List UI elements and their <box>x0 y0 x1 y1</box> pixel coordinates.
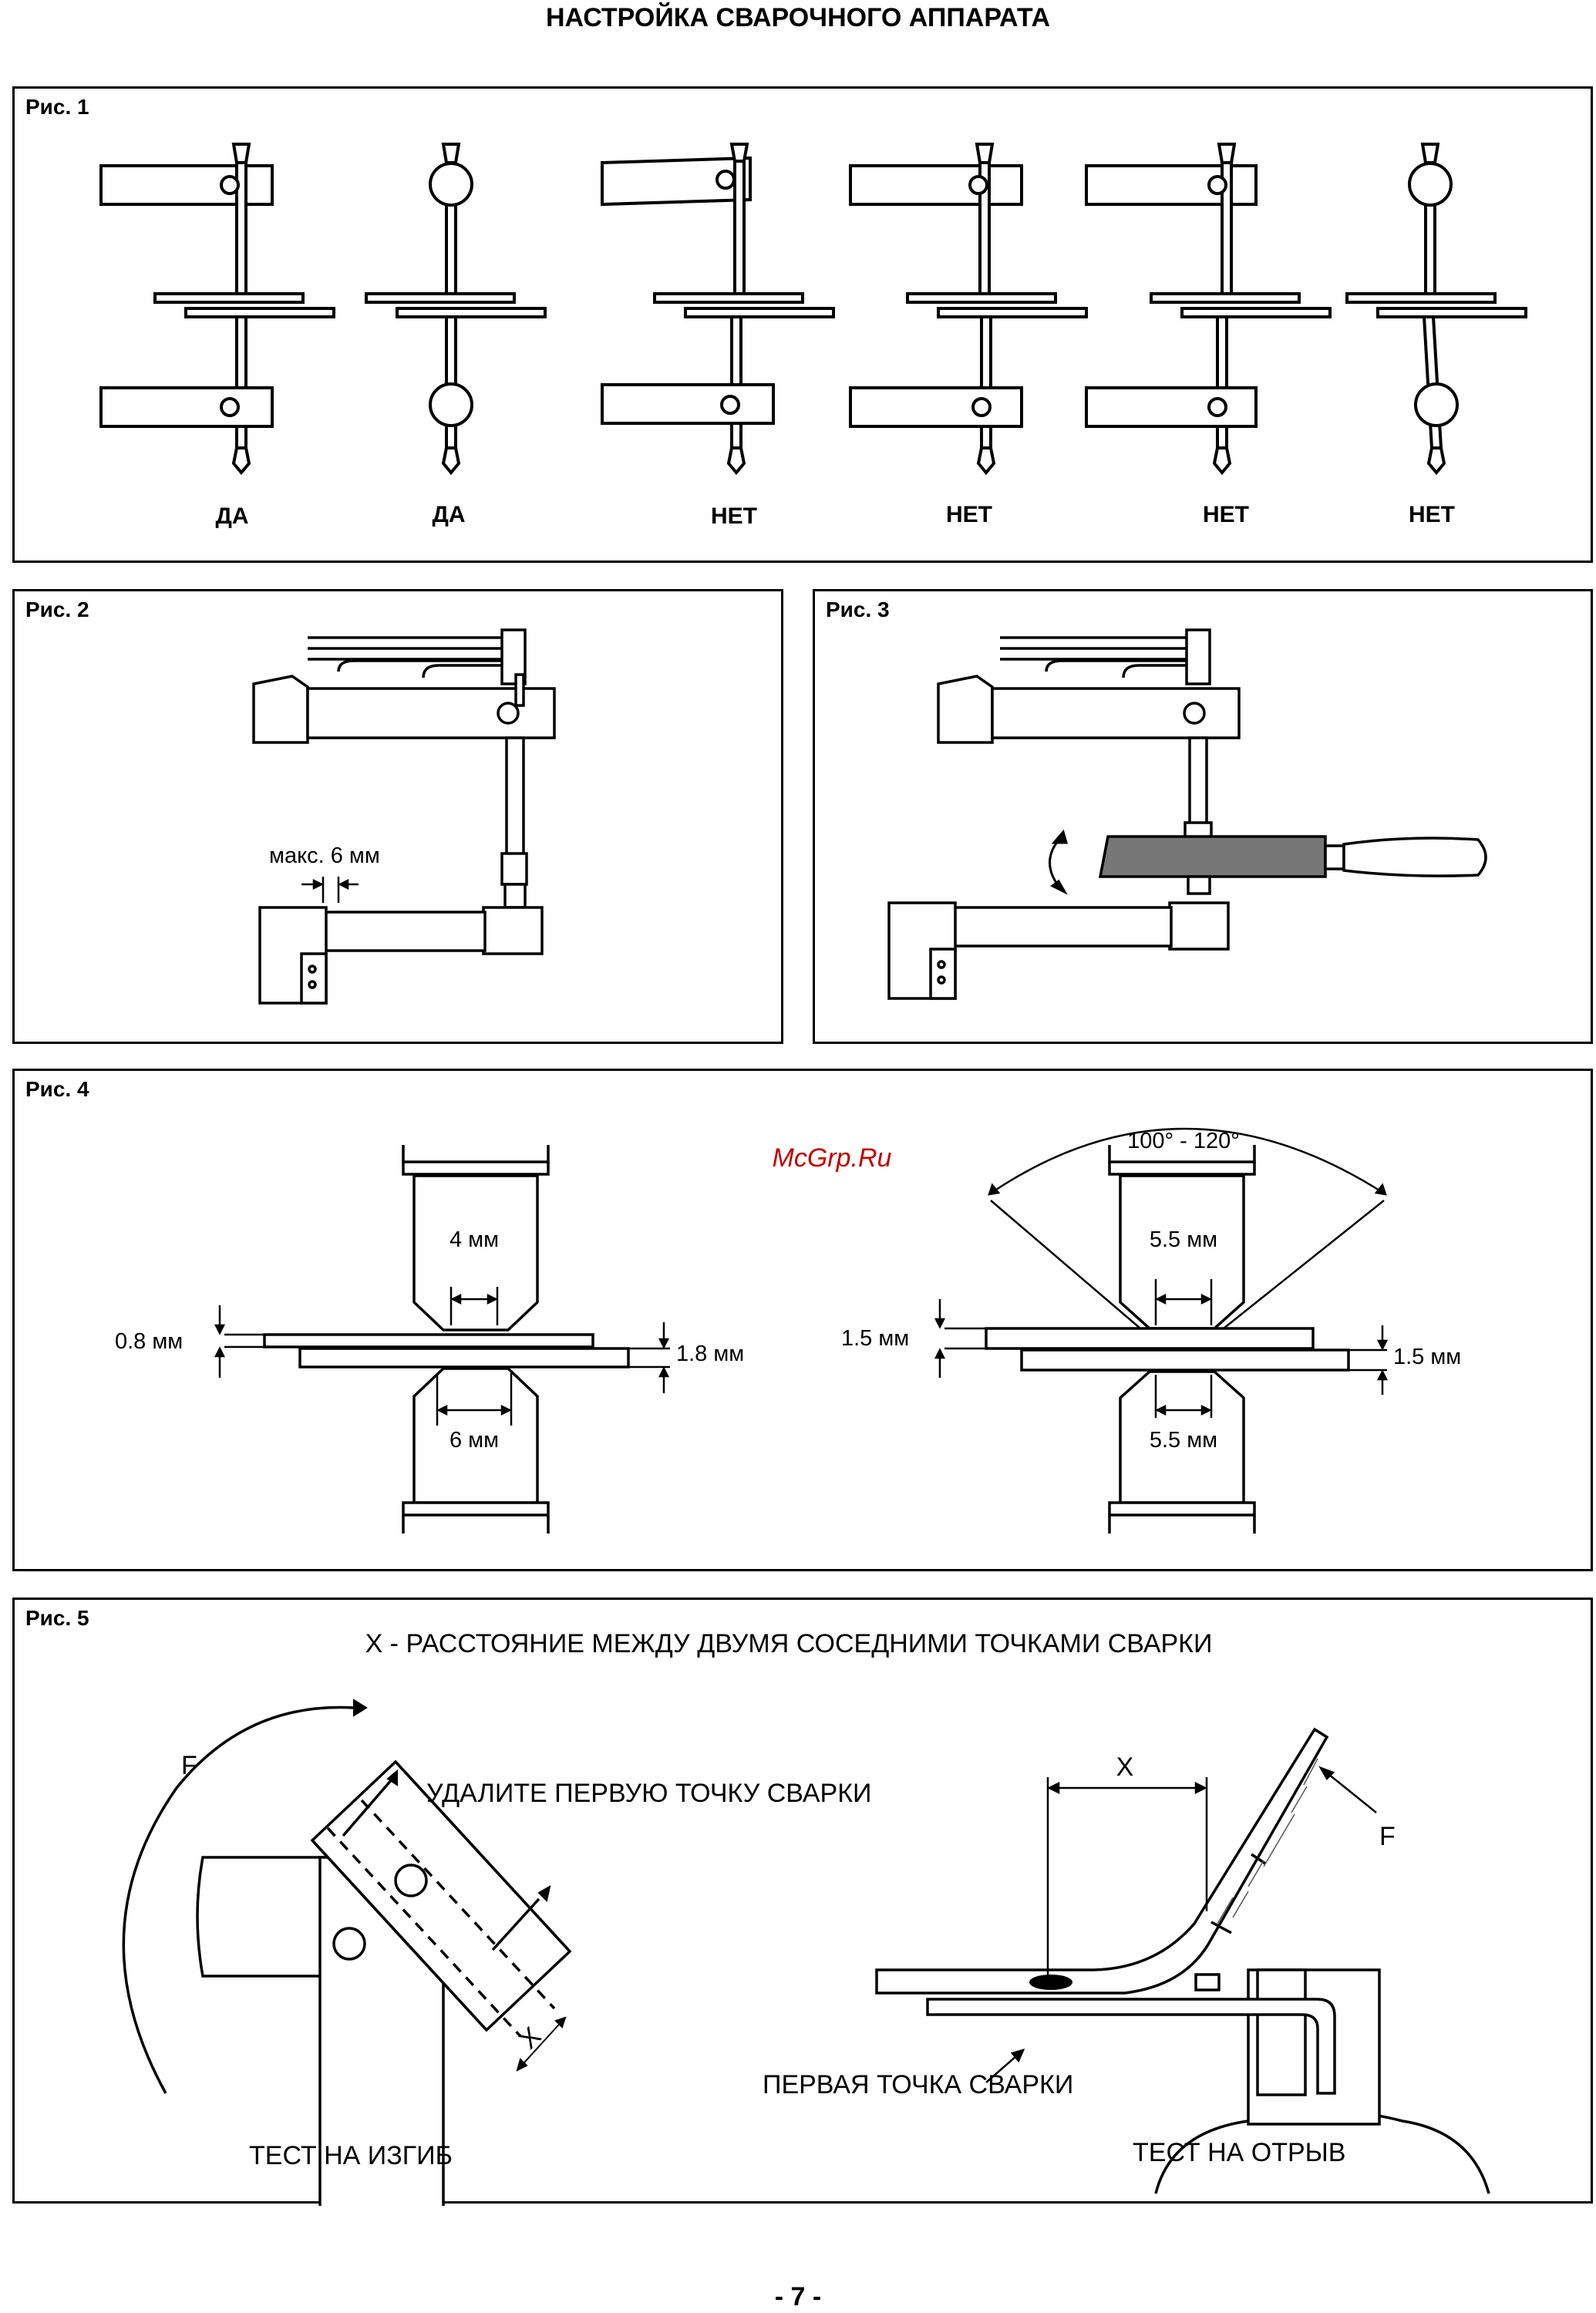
electrode-pair-4 <box>849 143 1088 476</box>
fig2-drawing: макс. 6 мм <box>252 628 556 1005</box>
lower-electrode-holder <box>482 906 544 955</box>
watermark: McGrp.Ru <box>773 1143 892 1173</box>
fig5-heading: X - РАССТОЯНИЕ МЕЖДУ ДВУМЯ СОСЕДНИМИ ТОЧ… <box>365 1629 1213 1658</box>
x-left-label: X <box>513 2022 547 2055</box>
file-handle <box>1342 837 1487 877</box>
fig4-panel: Рис. 4 McGrp.Ru <box>12 1069 1593 1571</box>
x-right-label: X <box>1116 1752 1134 1782</box>
fig3-panel: Рис. 3 <box>813 589 1593 1044</box>
fig2-gap-label: макс. 6 мм <box>269 843 380 868</box>
first-spot-label: ПЕРВАЯ ТОЧКА СВАРКИ <box>763 2070 1073 2099</box>
peel-test-drawing <box>875 1727 1490 2194</box>
file-blade <box>1098 835 1327 878</box>
peel-strip-hatch <box>1217 1758 1318 1924</box>
left-sheet-bottom-label: 1.8 мм <box>676 1342 744 1366</box>
verdict-5: НЕТ <box>1203 502 1249 527</box>
fig5-panel: Рис. 5 X - РАССТОЯНИЕ МЕЖДУ ДВУМЯ СОСЕДН… <box>12 1598 1593 2206</box>
fig4-drawing: McGrp.Ru 4 мм <box>115 1127 1461 1534</box>
page-number: - 7 - <box>774 2282 822 2311</box>
right-sheet-top-label: 1.5 мм <box>841 1326 909 1351</box>
left-sheet-top-label: 0.8 мм <box>115 1329 183 1354</box>
electrode-pair-6 <box>1345 143 1527 476</box>
right-sheet-bottom-label: 1.5 мм <box>1393 1345 1461 1369</box>
lower-electrode-holder <box>1168 901 1230 951</box>
fig1-drawing: ДА ДА НЕТ НЕТ НЕТ НЕТ <box>99 143 1527 529</box>
fig1-label: Рис. 1 <box>25 95 89 119</box>
fig3-drawing <box>887 628 1487 1000</box>
force-left-label: F <box>181 1751 197 1780</box>
right-tip-top-label: 5.5 мм <box>1150 1227 1217 1252</box>
verdict-3: НЕТ <box>711 503 757 529</box>
bend-test-drawing <box>122 1705 572 2206</box>
electrode-pair-2 <box>365 143 547 476</box>
upper-electrode <box>1188 736 1208 832</box>
rotation-arrow-icon <box>1049 829 1068 895</box>
verdict-1: ДА <box>215 503 248 529</box>
verdict-4: НЕТ <box>946 502 992 527</box>
fig5-drawing: X - РАССТОЯНИЕ МЕЖДУ ДВУМЯ СОСЕДНИМИ ТОЧ… <box>122 1629 1490 2206</box>
right-angle-label: 100° - 120° <box>1127 1129 1240 1153</box>
fig2-label: Рис. 2 <box>25 598 89 621</box>
left-tip-top-label: 4 мм <box>450 1227 499 1252</box>
verdict-2: ДА <box>432 502 465 527</box>
first-weld-spot <box>1029 1975 1072 1990</box>
verdict-6: НЕТ <box>1409 502 1455 527</box>
electrode-pair-5 <box>1085 143 1332 476</box>
page-title: НАСТРОЙКА СВАРОЧНОГО АППАРАТА <box>545 3 1051 32</box>
peel-test-caption: ТЕСТ НА ОТРЫВ <box>1133 2138 1345 2167</box>
fig1-panel: Рис. 1 <box>12 86 1593 563</box>
force-right-label: F <box>1379 1822 1396 1851</box>
right-tip-bottom-label: 5.5 мм <box>1150 1428 1217 1453</box>
bend-test-caption: ТЕСТ НА ИЗГИБ <box>249 2141 453 2170</box>
lower-arm <box>322 911 487 952</box>
fig3-label: Рис. 3 <box>826 598 890 621</box>
upper-arm-head <box>252 675 309 744</box>
electrode-set-left <box>263 1145 630 1534</box>
upper-electrode <box>505 736 525 863</box>
remove-first-spot-text: УДАЛИТЕ ПЕРВУЮ ТОЧКУ СВАРКИ <box>426 1779 871 1808</box>
electrode-pair-3 <box>601 143 835 476</box>
left-tip-bottom-label: 6 мм <box>450 1428 499 1453</box>
fig5-label: Рис. 5 <box>25 1606 89 1630</box>
electrode-set-right <box>985 1145 1350 1534</box>
fig2-panel: Рис. 2 <box>12 589 783 1044</box>
electrode-pair-1 <box>99 143 335 476</box>
fig4-label: Рис. 4 <box>25 1077 89 1101</box>
